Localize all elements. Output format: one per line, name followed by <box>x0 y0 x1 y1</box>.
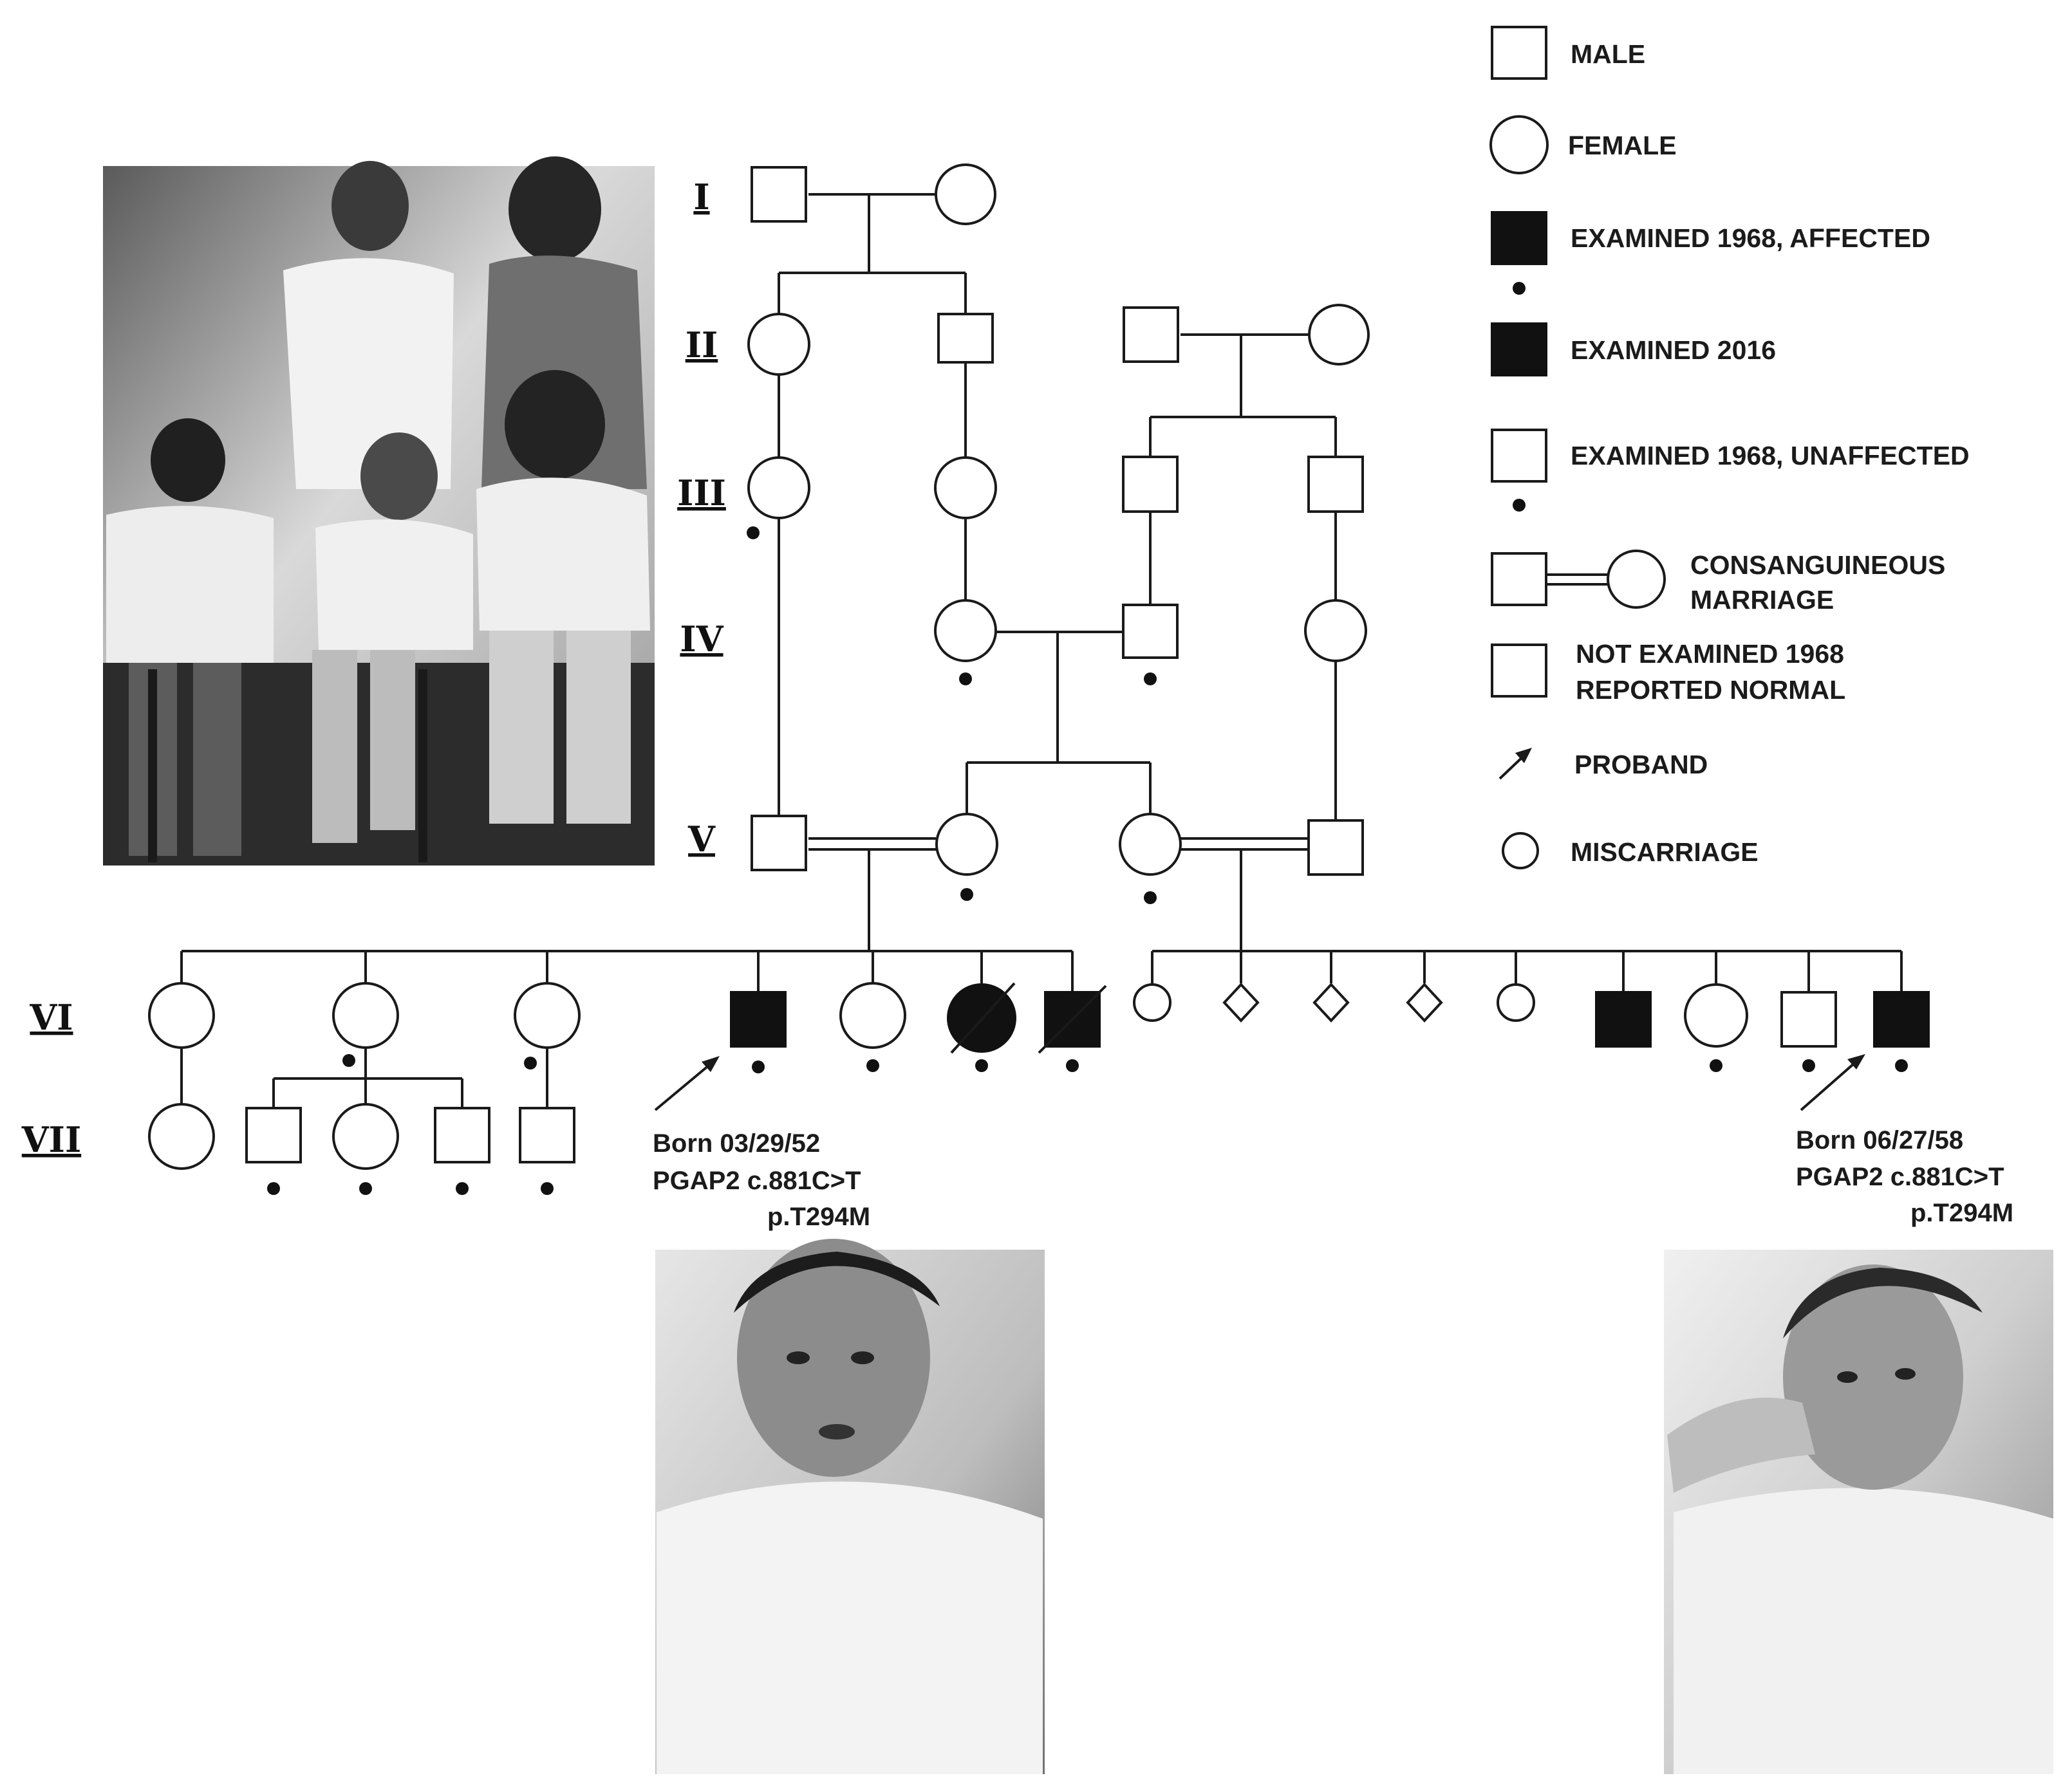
vi-9-unknown-sex <box>1222 983 1260 1023</box>
proband-2-born: Born 06/27/58 <box>1796 1126 1963 1154</box>
vi-4-affected-male <box>730 991 787 1048</box>
legend-examined-2016-label: EXAMINED 2016 <box>1571 335 1776 365</box>
gen-label-ii: II <box>686 324 718 366</box>
legend-female-label: FEMALE <box>1568 131 1677 160</box>
vii-4-male <box>434 1107 490 1163</box>
iii-1-female <box>747 456 810 519</box>
proband-1-arrow <box>654 1060 714 1111</box>
pedigree-lines <box>180 193 1903 1108</box>
legend-unaffected-1968-symbol <box>1491 429 1547 483</box>
vi-3-female <box>514 982 581 1049</box>
ii-1-female <box>747 313 810 376</box>
legend-miscarriage-label: MISCARRIAGE <box>1571 837 1759 867</box>
i-1-male <box>751 166 807 223</box>
gen-label-vii: VII <box>21 1119 81 1160</box>
legend-unaffected-1968-label: EXAMINED 1968, UNAFFECTED <box>1571 441 1970 470</box>
legend-female-symbol <box>1489 115 1549 174</box>
v-4-male <box>1307 819 1364 876</box>
vi-11-unknown-sex <box>1406 983 1443 1023</box>
proband-2-protein: p.T294M <box>1910 1199 2013 1227</box>
vi-8-miscarriage <box>1133 983 1171 1022</box>
generation-labels: I II III IV V VI VII <box>21 176 726 1160</box>
iii-4-male <box>1307 456 1364 513</box>
vi-2-female <box>332 982 399 1049</box>
examined-dots <box>267 526 1908 1195</box>
vii-5-male <box>519 1107 575 1163</box>
vii-1-female <box>148 1103 215 1170</box>
proband-2-gene: PGAP2 c.881C>T <box>1796 1163 2004 1191</box>
legend-not-examined-symbol <box>1491 644 1547 698</box>
proband-1-photo <box>655 1239 1045 1774</box>
gen-label-i: I <box>693 176 709 218</box>
proband-1-protein: p.T294M <box>767 1203 870 1231</box>
pedigree-symbols <box>148 163 1930 1170</box>
iv-2-male <box>1122 604 1179 659</box>
ii-3-male <box>1123 306 1179 363</box>
proband-2-annotation: Born 06/27/58 PGAP2 c.881C>T p.T294M <box>1796 1126 2013 1227</box>
iv-1-female <box>934 599 997 662</box>
ii-4-female <box>1308 304 1370 366</box>
legend-affected-1968-label: EXAMINED 1968, AFFECTED <box>1571 223 1930 253</box>
i-2-female <box>935 163 996 225</box>
vi-13-affected-male <box>1595 991 1652 1048</box>
legend-consanguineous-label-1: CONSANGUINEOUS <box>1690 550 1945 580</box>
v-2-female <box>935 813 998 876</box>
legend-affected-1968-symbol <box>1491 211 1547 265</box>
proband-1-annotation: Born 03/29/52 PGAP2 c.881C>T p.T294M <box>653 1129 870 1231</box>
legend: MALE FEMALE EXAMINED 1968, AFFECTED EXAM… <box>1489 26 1970 869</box>
gen-label-iv: IV <box>680 618 723 660</box>
vi-10-unknown-sex <box>1312 983 1350 1023</box>
proband-2-photo <box>1664 1250 2053 1774</box>
v-3-female <box>1119 813 1182 876</box>
gen-label-iii: III <box>677 472 726 514</box>
vi-14-female <box>1684 983 1748 1048</box>
iii-3-male <box>1122 456 1179 513</box>
legend-consanguineous-label-2: MARRIAGE <box>1690 585 1834 615</box>
gen-label-v: V <box>687 819 716 860</box>
iv-3-female <box>1304 599 1367 662</box>
legend-consanguineous-female <box>1607 550 1666 609</box>
proband-1-born: Born 03/29/52 <box>653 1129 820 1158</box>
vii-3-female <box>332 1103 399 1170</box>
vii-2-male <box>245 1107 302 1163</box>
legend-not-examined-label-1: NOT EXAMINED 1968 <box>1576 639 1844 669</box>
ii-2-male <box>937 313 994 364</box>
legend-proband-label: PROBAND <box>1574 750 1708 779</box>
legend-miscarriage-symbol <box>1502 832 1539 869</box>
vi-1-female <box>148 982 215 1049</box>
legend-examined-2016-symbol <box>1491 322 1547 376</box>
v-1-male <box>751 815 807 871</box>
legend-male-symbol <box>1491 26 1547 80</box>
vi-16-affected-male <box>1873 991 1930 1048</box>
proband-arrows <box>654 1054 1865 1111</box>
vi-12-miscarriage <box>1497 983 1535 1022</box>
proband-1-gene: PGAP2 c.881C>T <box>653 1167 861 1195</box>
gen-label-vi: VI <box>29 997 73 1038</box>
legend-male-label: MALE <box>1571 39 1645 69</box>
vi-15-male <box>1780 991 1837 1048</box>
legend-not-examined-label-2: REPORTED NORMAL <box>1576 675 1845 705</box>
iii-2-female <box>934 456 997 519</box>
legend-consanguineous-male <box>1491 552 1547 606</box>
vi-5-female <box>839 982 906 1049</box>
proband-2-arrow <box>1800 1058 1860 1111</box>
family-photo <box>103 156 655 866</box>
